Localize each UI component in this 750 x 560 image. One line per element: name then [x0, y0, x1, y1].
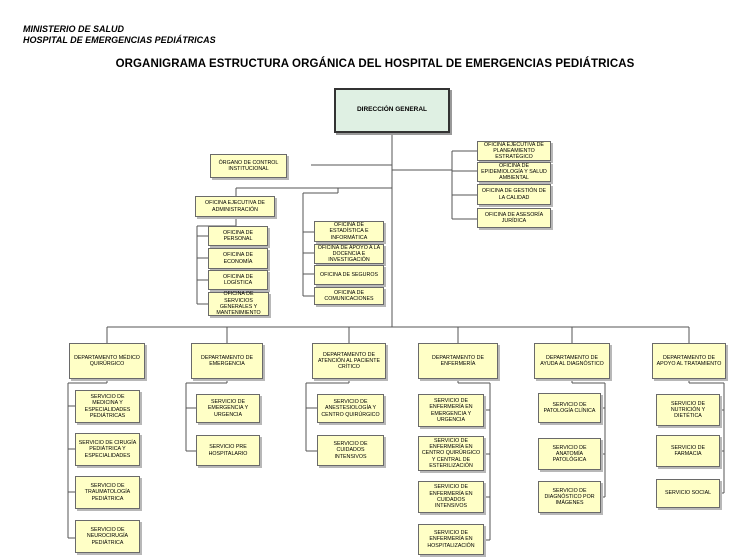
epidemiology-office-box: OFICINA DE EPIDEMIOLOGÍA Y SALUD AMBIENT… [477, 162, 551, 182]
administration-office-box: OFICINA EJECUTIVA DE ADMINISTRACIÓN [195, 196, 275, 217]
economy-office-box: OFICINA DE ECONOMÍA [208, 248, 268, 269]
service-box-emergency-urgency: SERVICIO DE EMERGENCIA Y URGENCIA [196, 394, 260, 423]
communications-office-box: OFICINA DE COMUNICACIONES [314, 287, 384, 305]
service-box-clinical-pathology: SERVICIO DE PATOLOGÍA CLÍNICA [538, 393, 601, 423]
insurance-office-box: OFICINA DE SEGUROS [314, 265, 384, 285]
service-box-nursing-emergency: SERVICIO DE ENFERMERÍA EN EMERGENCIA Y U… [418, 394, 484, 427]
service-box-intensive-care: SERVICIO DE CUIDADOS INTENSIVOS [317, 435, 384, 466]
service-box-anesthesiology: SERVICIO DE ANESTESIOLOGÍA Y CENTRO QUIR… [317, 394, 384, 423]
department-box-medical-surgical: DEPARTAMENTO MÉDICO QUIRÚRGICO [69, 343, 145, 379]
service-box-neurosurgery: SERVICIO DE NEUROCIRUGÍA PEDIÁTRICA [75, 520, 140, 553]
general-services-office-box: OFICINA DE SERVICIOS GENERALES Y MANTENI… [208, 291, 269, 316]
service-box-nursing-intensive-care: SERVICIO DE ENFERMERÍA EN CUIDADOS INTEN… [418, 481, 484, 513]
department-box-emergency: DEPARTAMENTO DE EMERGENCIA [191, 343, 263, 379]
quality-office-box: OFICINA DE GESTIÓN DE LA CALIDAD [477, 184, 551, 205]
service-box-traumatology: SERVICIO DE TRAUMATOLOGÍA PEDIÁTRICA [75, 476, 140, 509]
service-box-nursing-surgical-center: SERVICIO DE ENFERMERÍA EN CENTRO QUIRÚRG… [418, 436, 484, 471]
service-box-anatomic-pathology: SERVICIO DE ANATOMÍA PATOLÓGICA [538, 438, 601, 470]
teaching-support-office-box: OFICINA DE APOYO A LA DOCENCIA E INVESTI… [314, 244, 384, 264]
chart-title: ORGANIGRAMA ESTRUCTURA ORGÁNICA DEL HOSP… [115, 58, 635, 70]
logistics-office-box: OFICINA DE LOGÍSTICA [208, 270, 268, 290]
statistics-office-box: OFICINA DE ESTADÍSTICA E INFORMÁTICA [314, 221, 384, 242]
director-general-box: DIRECCIÓN GENERAL [334, 88, 450, 133]
department-box-diagnostic-support: DEPARTAMENTO DE AYUDA AL DIAGNÓSTICO [534, 343, 610, 379]
control-office-box: ÓRGANO DE CONTROL INSTITUCIONAL [210, 154, 287, 178]
service-box-nutrition: SERVICIO DE NUTRICIÓN Y DIETÉTICA [656, 394, 720, 426]
ministry-label: MINISTERIO DE SALUD [23, 24, 125, 34]
department-box-critical-care: DEPARTAMENTO DE ATENCIÓN AL PACIENTE CRÍ… [312, 343, 386, 379]
service-box-imaging: SERVICIO DE DIAGNÓSTICO POR IMÁGENES [538, 481, 601, 513]
legal-office-box: OFICINA DE ASESORÍA JURÍDICA [477, 208, 551, 228]
service-box-surgery: SERVICIO DE CIRUGÍA PEDIÁTRICA Y ESPECIA… [75, 433, 140, 466]
department-box-treatment-support: DEPARTAMENTO DE APOYO AL TRATAMIENTO [652, 343, 726, 379]
service-box-medicine: SERVICIO DE MEDICINA Y ESPECIALIDADES PE… [75, 390, 140, 423]
personnel-office-box: OFICINA DE PERSONAL [208, 226, 268, 246]
hospital-label: HOSPITAL DE EMERGENCIAS PEDIÁTRICAS [23, 35, 216, 45]
planning-office-box: OFICINA EJECUTIVA DE PLANEAMIENTO ESTRAT… [477, 141, 551, 161]
service-box-prehospital: SERVICIO PRE HOSPITALARIO [196, 435, 260, 466]
service-box-nursing-hospitalization: SERVICIO DE ENFERMERÍA EN HOSPITALIZACIÓ… [418, 524, 484, 555]
service-box-pharmacy: SERVICIO DE FARMACIA [656, 435, 720, 467]
department-box-nursing: DEPARTAMENTO DE ENFERMERÍA [418, 343, 498, 379]
service-box-social: SERVICIO SOCIAL [656, 479, 720, 508]
